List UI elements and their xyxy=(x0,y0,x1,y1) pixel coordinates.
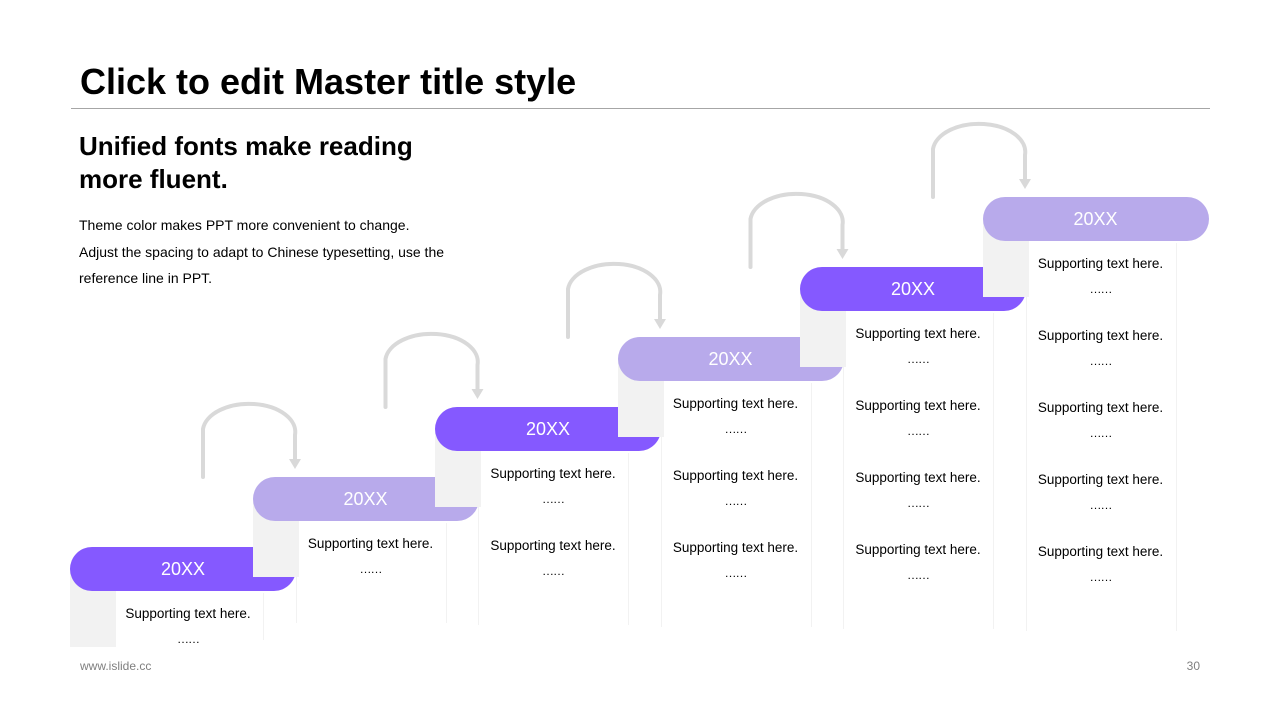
column-separator xyxy=(1025,243,1027,631)
ellipsis: …… xyxy=(1089,354,1113,368)
title-divider xyxy=(71,108,1210,109)
ellipsis: …… xyxy=(542,492,565,506)
column-separator xyxy=(660,383,662,627)
supporting-text-line: Supporting text here. xyxy=(1037,328,1164,343)
supporting-text: Supporting text here. …… xyxy=(1027,328,1175,369)
column-separator xyxy=(993,313,994,629)
ellipsis: …… xyxy=(724,566,748,580)
ellipsis: …… xyxy=(724,494,748,508)
column-separator xyxy=(113,593,114,640)
arrow-head-icon xyxy=(1019,179,1031,189)
ellipsis: …… xyxy=(1089,570,1113,584)
supporting-text: Supporting text here. …… xyxy=(844,398,992,439)
arrow-head-icon xyxy=(289,459,301,469)
supporting-text: Supporting text here. …… xyxy=(297,536,445,577)
supporting-text-line: Supporting text here. xyxy=(855,398,981,413)
ellipsis: …… xyxy=(359,562,383,576)
supporting-text-line: Supporting text here. xyxy=(1037,544,1164,559)
subtitle: Unified fonts make reading more fluent. xyxy=(79,131,413,194)
supporting-text: Supporting text here. …… xyxy=(844,470,992,511)
supporting-text-line: Supporting text here. xyxy=(672,396,799,411)
curved-arrow-icon xyxy=(566,261,663,339)
column-separator xyxy=(628,453,629,625)
supporting-text-line: Supporting text here. xyxy=(490,538,616,553)
curved-arrow-icon xyxy=(931,121,1028,199)
supporting-text-line: Supporting text here. xyxy=(672,540,799,555)
supporting-text: Supporting text here. …… xyxy=(662,396,810,437)
supporting-text-line: Supporting text here. xyxy=(490,466,616,481)
arrow-head-icon xyxy=(654,319,666,329)
arrow-head-icon xyxy=(471,389,484,399)
column-separator xyxy=(810,383,812,627)
step-year-pill: 20XX xyxy=(982,197,1209,241)
ellipsis: …… xyxy=(907,496,930,510)
body-line: Adjust the spacing to adapt to Chinese t… xyxy=(79,243,445,260)
footer-url: www.islide.cc xyxy=(80,659,152,673)
supporting-text: Supporting text here. …… xyxy=(479,538,627,579)
supporting-text-line: Supporting text here. xyxy=(307,536,434,551)
ellipsis: …… xyxy=(724,422,748,436)
ellipsis: …… xyxy=(907,352,930,366)
ellipsis: …… xyxy=(1089,426,1113,440)
column-separator xyxy=(295,523,297,623)
supporting-text: Supporting text here. …… xyxy=(1027,472,1175,513)
supporting-text: Supporting text here. …… xyxy=(1027,544,1175,585)
supporting-text-line: Supporting text here. xyxy=(672,468,799,483)
column-separator xyxy=(445,523,447,623)
supporting-text-line: Supporting text here. xyxy=(1037,472,1164,487)
ellipsis: …… xyxy=(907,568,930,582)
ellipsis: …… xyxy=(542,564,565,578)
column-separator xyxy=(843,313,844,629)
body-line: reference line in PPT. xyxy=(79,270,213,286)
supporting-text-line: Supporting text here. xyxy=(855,326,981,341)
supporting-text: Supporting text here. …… xyxy=(114,606,262,647)
column-separator xyxy=(263,593,264,640)
body-text: Theme color makes PPT more convenient to… xyxy=(79,212,463,292)
column-separator xyxy=(1175,243,1177,631)
arrow-head-icon xyxy=(836,249,849,259)
supporting-text: Supporting text here. …… xyxy=(662,540,810,581)
page-number: 30 xyxy=(1186,659,1200,673)
supporting-text: Supporting text here. …… xyxy=(844,326,992,367)
column-separator xyxy=(478,453,479,625)
ellipsis: …… xyxy=(1089,498,1113,512)
body-line: Theme color makes PPT more convenient to… xyxy=(79,217,410,233)
supporting-text: Supporting text here. …… xyxy=(662,468,810,509)
ellipsis: …… xyxy=(907,424,930,438)
supporting-text-line: Supporting text here. xyxy=(1037,400,1164,415)
supporting-text-line: Supporting text here. xyxy=(855,470,981,485)
supporting-text-line: Supporting text here. xyxy=(125,606,251,621)
supporting-text-line: Supporting text here. xyxy=(1037,256,1164,271)
ellipsis: …… xyxy=(177,632,200,646)
curved-arrow-icon xyxy=(748,191,845,269)
supporting-text-line: Supporting text here. xyxy=(855,542,981,557)
ellipsis: …… xyxy=(1089,282,1113,296)
curved-arrow-icon xyxy=(383,331,480,409)
slide-title: Click to edit Master title style xyxy=(80,61,577,102)
supporting-text: Supporting text here. …… xyxy=(844,542,992,583)
supporting-text: Supporting text here. …… xyxy=(1027,256,1175,297)
curved-arrow-icon xyxy=(201,401,298,479)
supporting-text: Supporting text here. …… xyxy=(479,466,627,507)
supporting-text: Supporting text here. …… xyxy=(1027,400,1175,441)
